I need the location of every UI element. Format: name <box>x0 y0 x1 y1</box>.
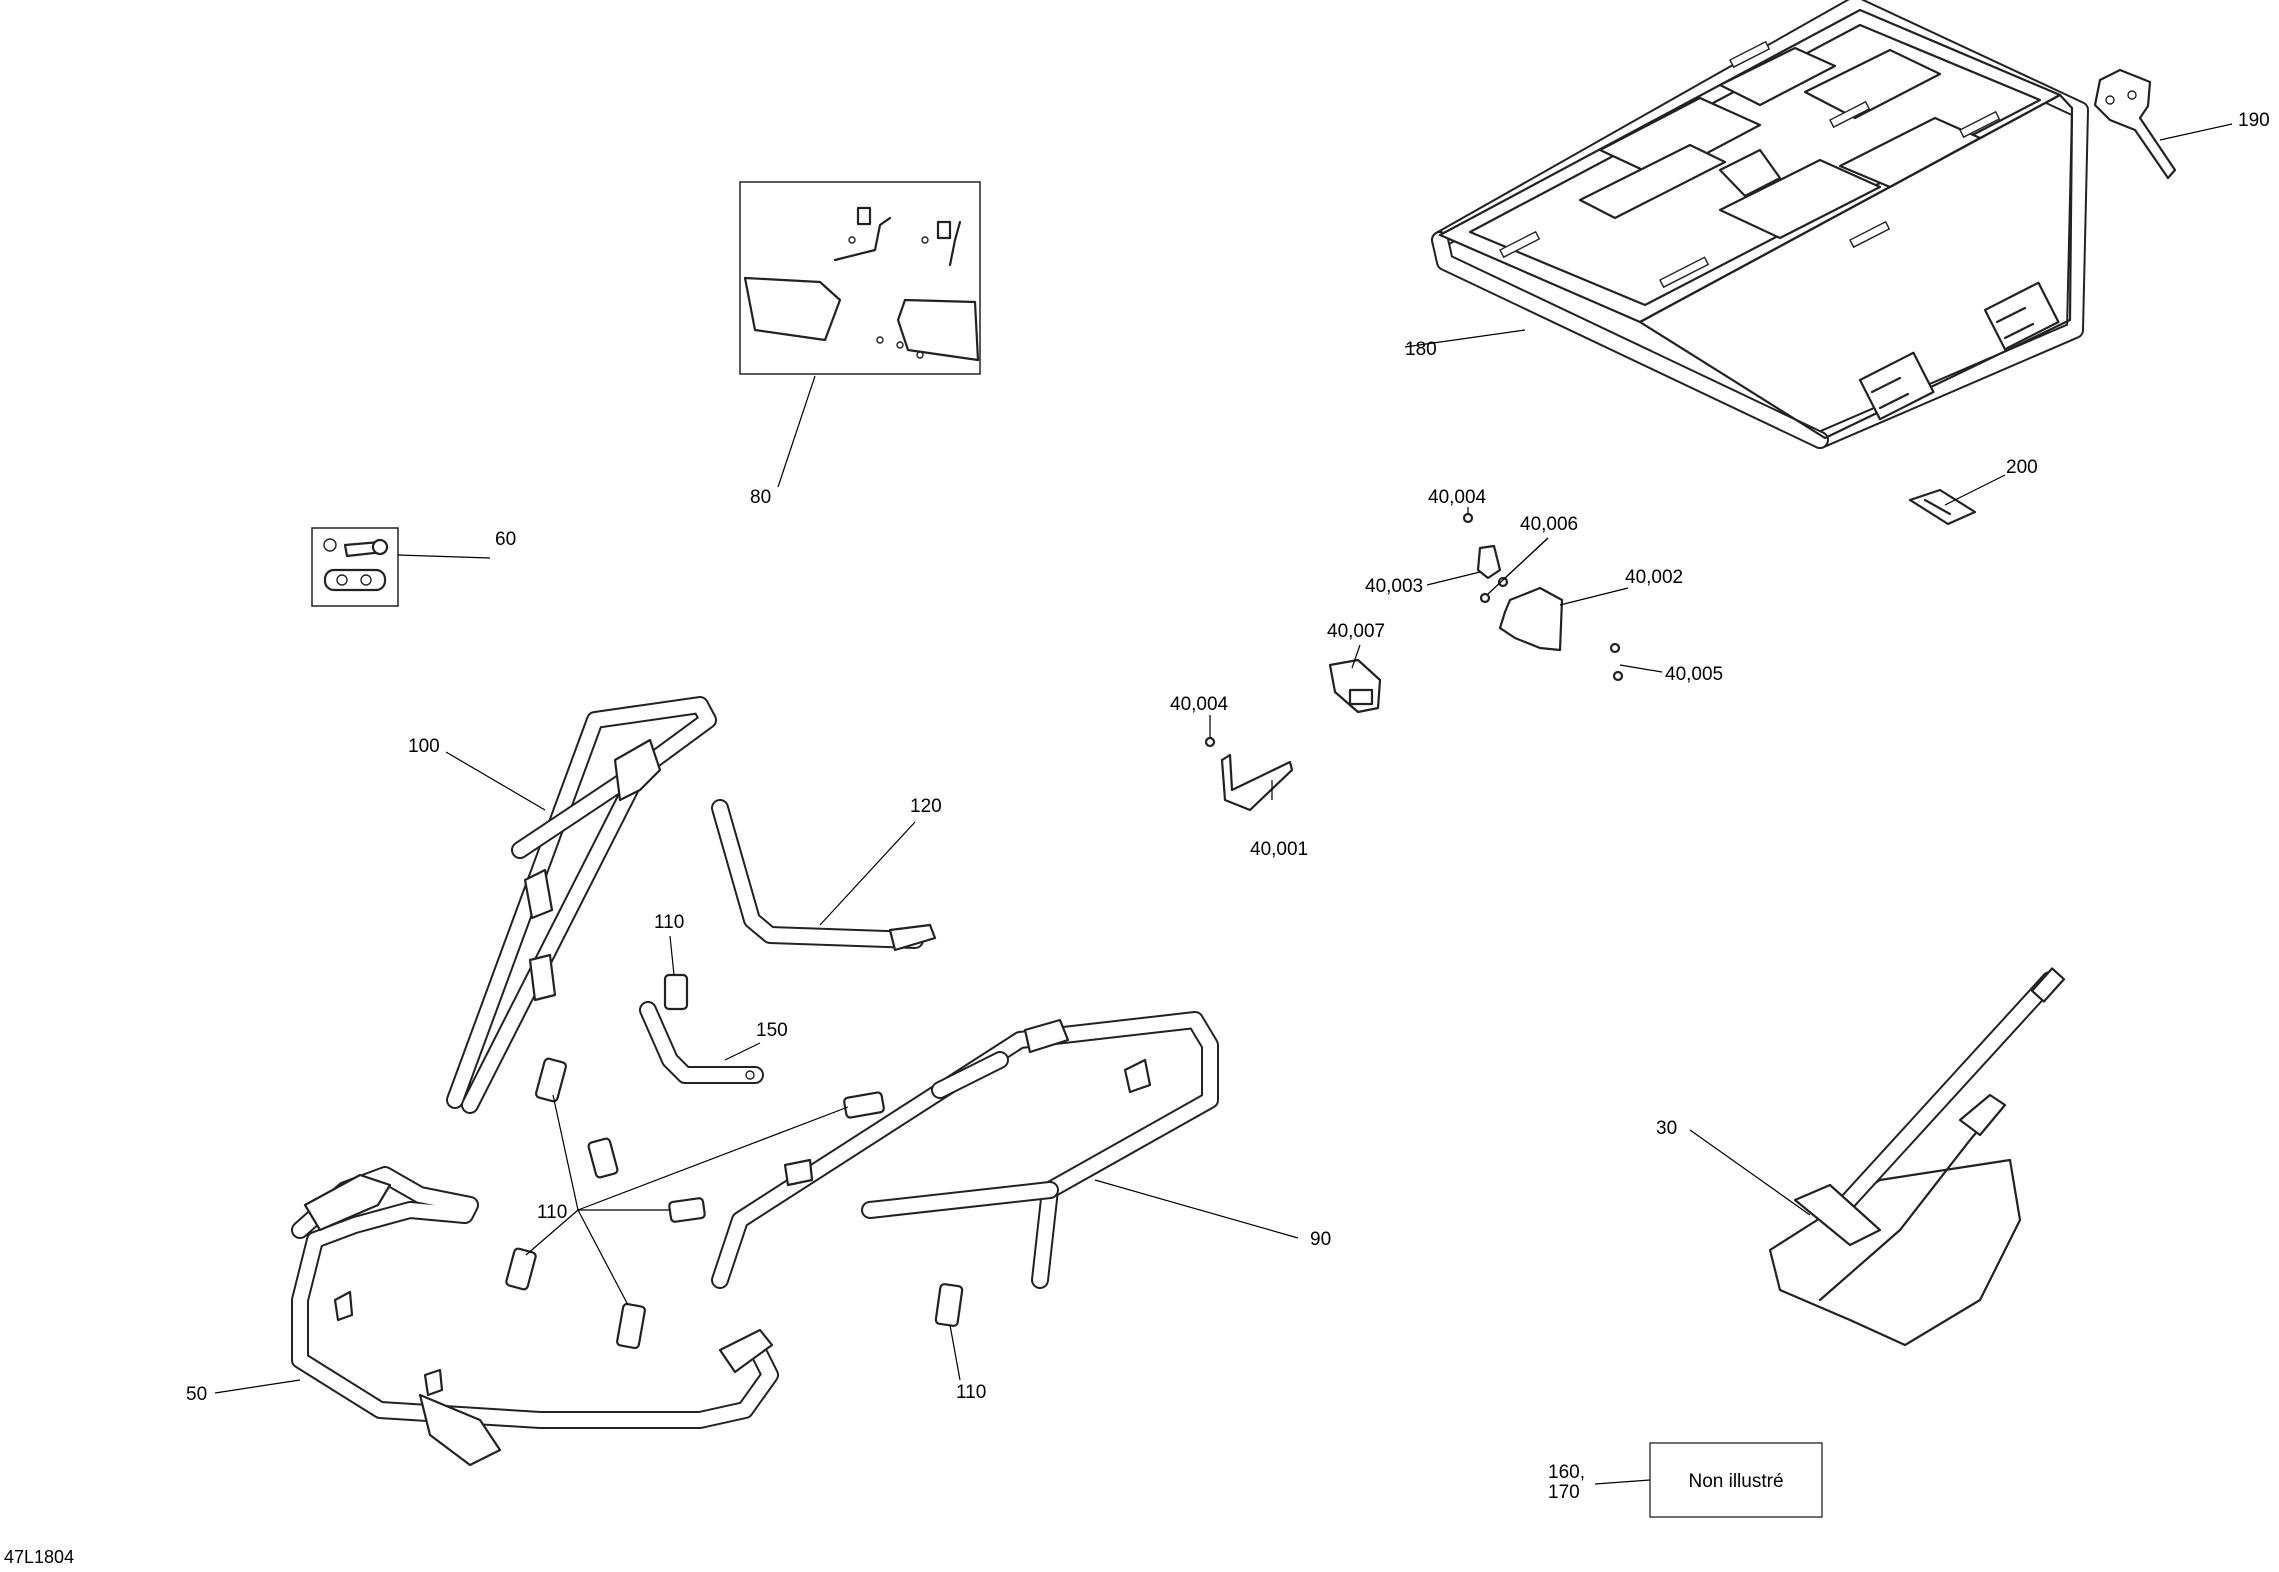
footrest-f <box>505 1247 537 1291</box>
callout-labels: 30 50 60 80 90 100 110 110 110 120 150 1… <box>4 110 2270 1567</box>
part-150-bar[interactable] <box>639 1001 764 1084</box>
label-30: 30 <box>1656 1118 1677 1139</box>
label-40002: 40,002 <box>1625 567 1683 588</box>
label-180: 180 <box>1405 339 1437 360</box>
part-60-hardware-kit[interactable] <box>311 527 399 607</box>
part-40006-screw[interactable] <box>1479 576 1509 604</box>
label-50: 50 <box>186 1384 207 1405</box>
leader-lines <box>214 123 2233 1485</box>
part-110-footrests[interactable] <box>505 973 964 1350</box>
footrest-e <box>668 1197 706 1223</box>
part-50-bumper[interactable] <box>291 1166 779 1467</box>
label-160: 160, <box>1548 1462 1585 1483</box>
part-40001-bracket[interactable] <box>1220 753 1294 812</box>
part-100-front-bar[interactable] <box>446 696 717 1114</box>
label-190: 190 <box>2238 110 2270 131</box>
part-40002-bracket[interactable] <box>1498 586 1564 652</box>
label-40004-b: 40,004 <box>1170 694 1229 715</box>
diagram-code: 47L1804 <box>4 1547 74 1567</box>
label-100: 100 <box>408 736 440 757</box>
part-90-rear-frame[interactable] <box>711 1011 1219 1289</box>
part-40004-nut-a[interactable] <box>1462 512 1474 524</box>
label-110-c: 110 <box>956 1382 986 1403</box>
footrest-d <box>843 1091 885 1119</box>
label-120: 120 <box>910 796 942 817</box>
part-200-plate[interactable] <box>1908 488 1977 526</box>
rack-latch-1 <box>1858 351 1935 421</box>
footrest-b <box>534 1057 568 1103</box>
label-200: 200 <box>2006 457 2038 478</box>
label-40005: 40,005 <box>1665 664 1723 685</box>
label-170: 170 <box>1548 1482 1580 1503</box>
not-illustrated-label: Non illustré <box>1688 1471 1783 1492</box>
label-40001: 40,001 <box>1250 839 1308 860</box>
label-110-a: 110 <box>654 912 684 933</box>
label-110-b: 110 <box>537 1202 567 1223</box>
part-40007-clamp[interactable] <box>1328 658 1382 714</box>
label-40007: 40,007 <box>1327 621 1385 642</box>
label-150: 150 <box>756 1020 788 1041</box>
part-40005-screws[interactable] <box>1609 642 1624 682</box>
rack-latch-2 <box>1983 281 2060 351</box>
footrest-c <box>587 1137 619 1179</box>
label-40006: 40,006 <box>1520 514 1578 535</box>
part-80-hand-guard-kit[interactable] <box>739 181 981 375</box>
not-illustrated-box: Non illustré <box>1649 1442 1823 1518</box>
label-80: 80 <box>750 487 771 508</box>
footrest-h <box>934 1283 964 1327</box>
label-60: 60 <box>495 529 516 550</box>
label-40003: 40,003 <box>1365 576 1423 597</box>
footrest-a <box>663 973 689 1011</box>
part-190-bracket[interactable] <box>2093 68 2177 180</box>
label-90: 90 <box>1310 1229 1331 1250</box>
part-40004-nut-b[interactable] <box>1204 736 1216 748</box>
part-40003-clip[interactable] <box>1476 544 1502 580</box>
part-120-bar[interactable] <box>711 799 937 952</box>
label-40004-a: 40,004 <box>1428 487 1487 508</box>
part-180-cargo-rack[interactable] <box>1431 0 2089 449</box>
part-30-shovel[interactable] <box>1768 967 2066 1347</box>
footrest-g <box>616 1302 646 1350</box>
